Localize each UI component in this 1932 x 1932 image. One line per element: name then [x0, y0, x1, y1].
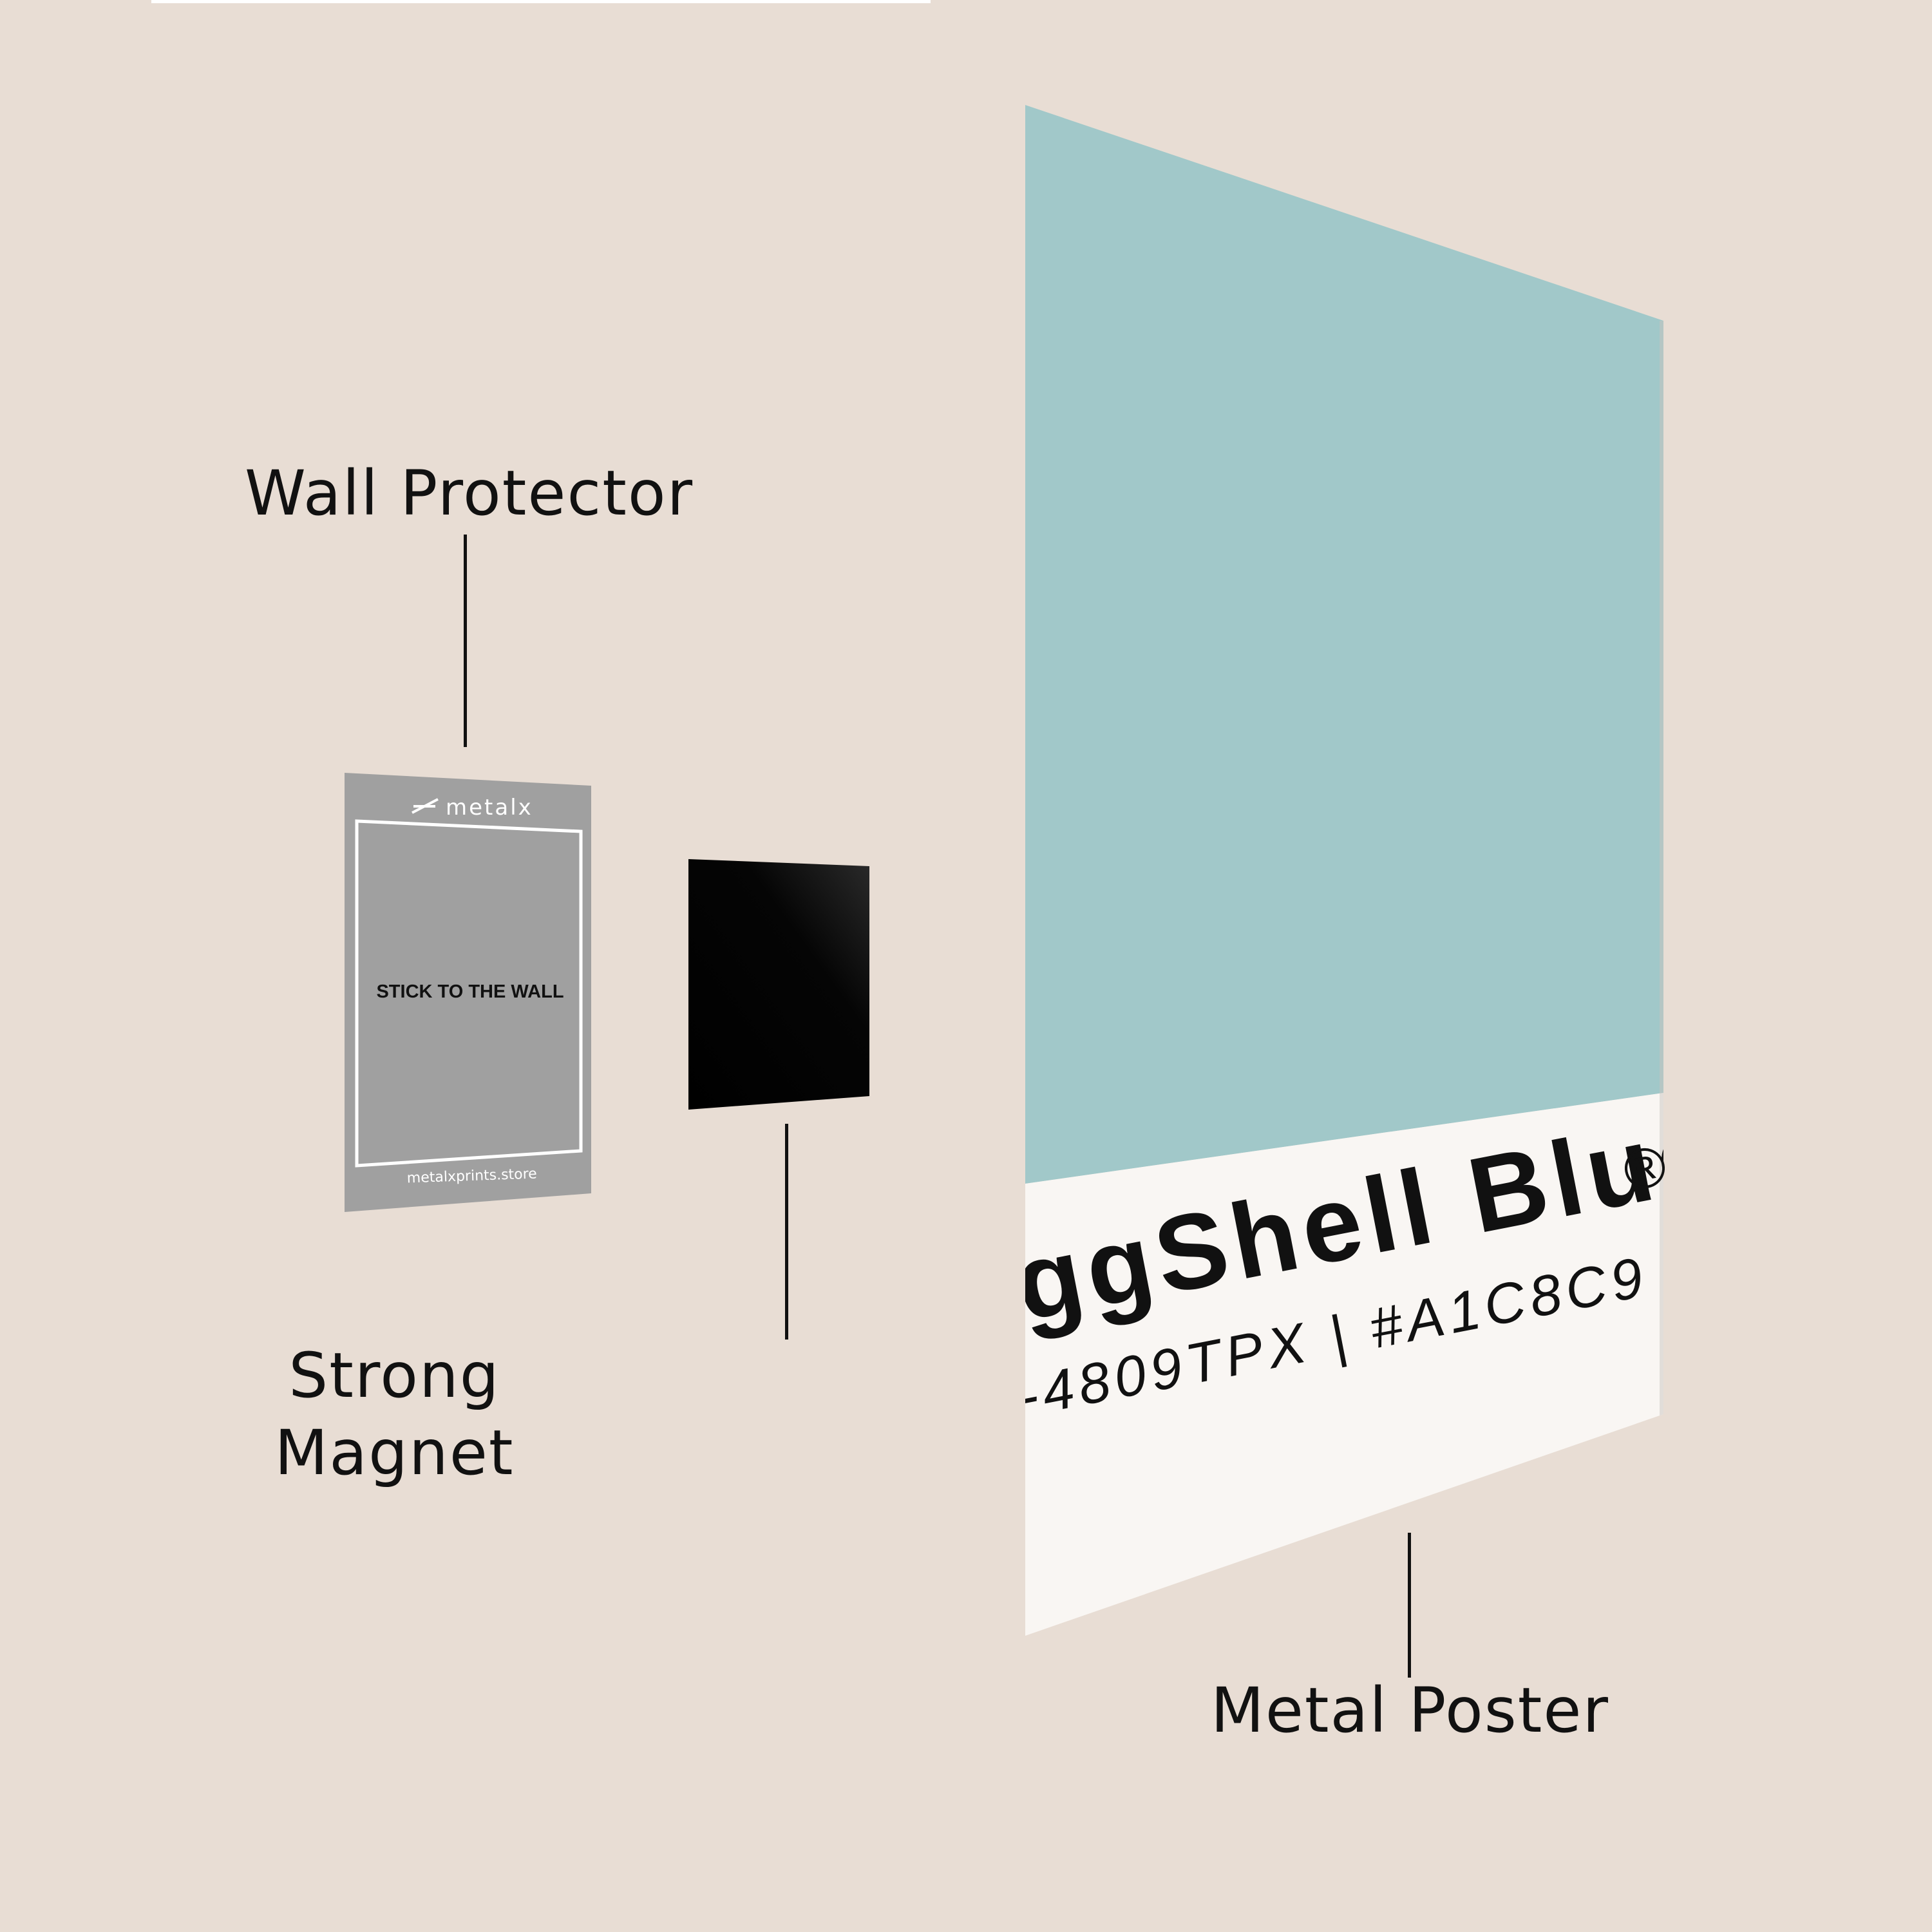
- metalx-logo-icon: [412, 798, 439, 814]
- poster-swatch: [1025, 105, 1663, 1184]
- metal-poster-label: Metal Poster: [1211, 1674, 1609, 1747]
- poster-label-band: [1025, 1093, 1663, 1636]
- wall-protector-instruction: STICK TO THE WALL: [376, 981, 564, 1002]
- poster-right-edge: [1660, 321, 1663, 1416]
- wall-protector-leader-line: [464, 535, 467, 747]
- strong-magnet-label-line1: Strong: [289, 1340, 500, 1412]
- wall-protector-frame: [355, 819, 583, 1168]
- wall-protector-brand: metalx: [446, 795, 533, 820]
- wall-protector-plate: [345, 773, 591, 1212]
- wall-protector: metalx STICK TO THE WALL metalxprints.st…: [345, 773, 591, 1212]
- wall-protector-label: Wall Protector: [245, 457, 694, 529]
- strong-magnet-label-line2: Magnet: [274, 1417, 515, 1489]
- strong-magnet-leader-line: [785, 1124, 788, 1340]
- metal-poster: ggShell Blue -4809TPX | #A1C8C9 ®: [1025, 105, 1671, 1636]
- top-edge-strip: [151, 0, 931, 3]
- metal-poster-leader-line: [1408, 1533, 1411, 1678]
- strong-magnet: [688, 859, 869, 1110]
